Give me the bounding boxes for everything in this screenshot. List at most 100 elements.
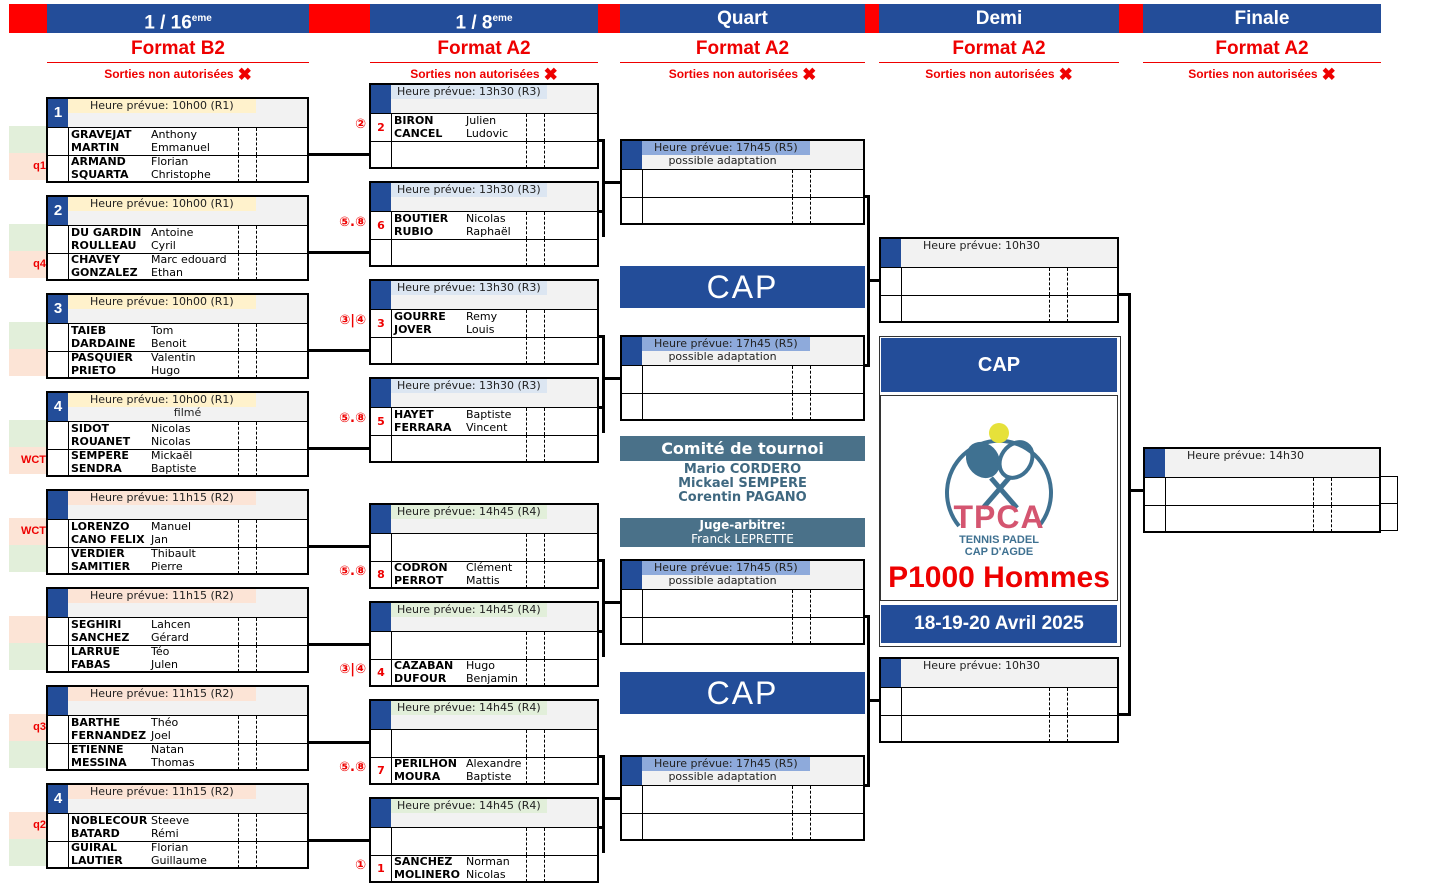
player-firstname: Vincent — [466, 421, 508, 434]
team-row[interactable] — [881, 715, 1117, 742]
round-header-finale: Finale — [1143, 4, 1381, 33]
bracket-line — [863, 195, 869, 198]
score-divider — [238, 324, 239, 351]
scheduled-time: Heure prévue: 14h45 (R4) — [391, 505, 547, 519]
team-row[interactable] — [622, 813, 863, 840]
bracket-line — [602, 335, 605, 433]
team-row[interactable] — [1145, 478, 1379, 506]
bracket-line — [863, 364, 869, 367]
team-row[interactable] — [371, 632, 597, 660]
bracket-line — [602, 755, 605, 853]
team-row[interactable] — [622, 590, 863, 618]
player-firstname: Valentin — [151, 351, 196, 364]
match-semi[interactable]: Heure prévue: 10h30 — [879, 237, 1119, 323]
exits-text: Sorties non autorisées — [104, 67, 234, 81]
player-firstname: Baptiste — [151, 462, 197, 475]
match-semi[interactable]: Heure prévue: 10h30 — [879, 657, 1119, 743]
player-lastname: ROULLEAU — [71, 239, 137, 252]
team-row[interactable] — [622, 393, 863, 420]
team-row[interactable] — [371, 239, 597, 266]
court-number — [1145, 449, 1165, 477]
team-row[interactable] — [622, 617, 863, 644]
court-number — [371, 701, 391, 729]
seed-cell — [48, 814, 69, 841]
format-label: Format A2 — [1143, 37, 1381, 63]
team-row[interactable] — [881, 268, 1117, 296]
bracket-line — [597, 406, 605, 409]
match-final[interactable]: Heure prévue: 14h30 — [1143, 447, 1381, 533]
bracket-line — [1117, 293, 1130, 296]
cross-icon: ✖ — [1058, 65, 1073, 84]
match-quarter[interactable]: Heure prévue: 17h45 (R5)possible adaptat… — [620, 335, 865, 421]
team-row[interactable] — [622, 366, 863, 394]
team-row[interactable] — [881, 295, 1117, 322]
team-row[interactable] — [622, 197, 863, 224]
match-quarter[interactable]: Heure prévue: 17h45 (R5)possible adaptat… — [620, 559, 865, 645]
team-row[interactable] — [622, 786, 863, 814]
score-divider — [544, 632, 545, 659]
score-divider — [792, 813, 793, 840]
score-divider — [544, 855, 545, 882]
match-quarter[interactable]: Heure prévue: 17h45 (R5)possible adaptat… — [620, 755, 865, 841]
team-row[interactable] — [1145, 505, 1379, 532]
team-row[interactable] — [371, 534, 597, 562]
format-label: Format A2 — [879, 37, 1119, 63]
player-firstname: Rémi — [151, 827, 179, 840]
match-quarter[interactable]: Heure prévue: 17h45 (R5)possible adaptat… — [620, 139, 865, 225]
team-row[interactable] — [371, 141, 597, 168]
player-firstname: Natan — [151, 743, 184, 756]
player-lastname: MESSINA — [71, 756, 127, 769]
seed-cell — [371, 828, 392, 855]
final-extra-divider — [1379, 503, 1398, 504]
team-row[interactable] — [622, 170, 863, 198]
team-row[interactable] — [371, 435, 597, 462]
team-row[interactable] — [371, 828, 597, 856]
score-divider — [544, 757, 545, 784]
team-row[interactable] — [371, 730, 597, 758]
team-row[interactable] — [371, 337, 597, 364]
match-note: filmé — [173, 406, 202, 419]
seed-cell: 5 — [371, 408, 392, 435]
team-row[interactable] — [881, 688, 1117, 716]
